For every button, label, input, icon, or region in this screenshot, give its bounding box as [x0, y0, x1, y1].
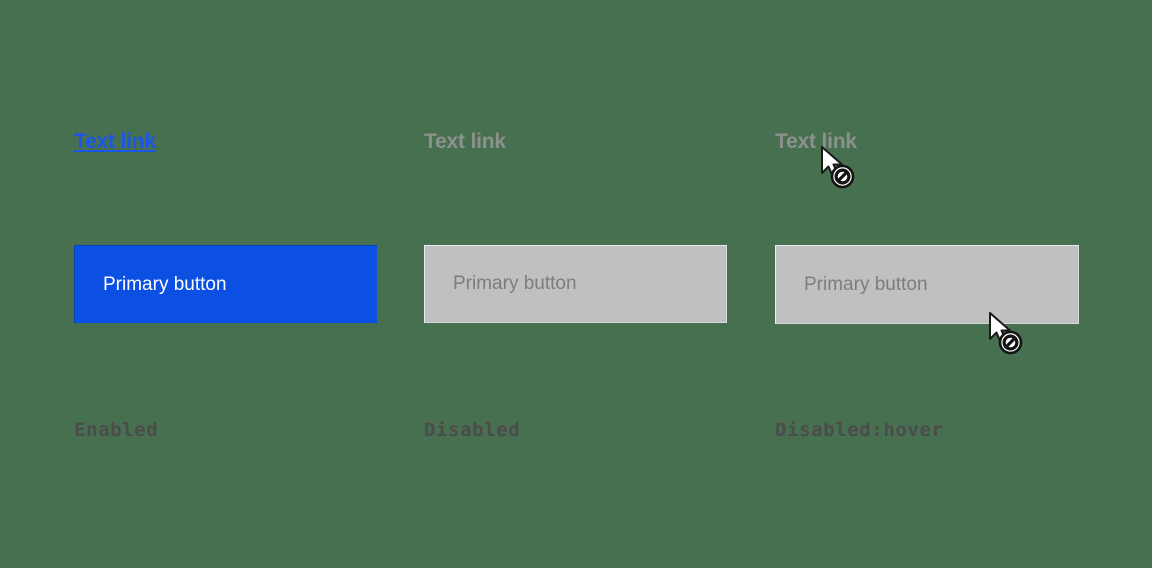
text-link-enabled[interactable]: Text link: [74, 130, 156, 153]
caption-enabled: Enabled: [74, 419, 159, 441]
state-column-enabled: Text link Primary button Enabled: [74, 0, 414, 568]
state-column-disabled-hover: Text link Primary button Disabled:hover: [775, 0, 1115, 568]
caption-disabled-hover: Disabled:hover: [775, 419, 944, 441]
primary-button-disabled-hover: Primary button: [775, 245, 1079, 324]
caption-disabled: Disabled: [424, 419, 521, 441]
text-link-disabled-hover: Text link: [775, 130, 857, 153]
primary-button-enabled[interactable]: Primary button: [74, 245, 377, 323]
primary-button-disabled: Primary button: [424, 245, 727, 323]
text-link-disabled: Text link: [424, 130, 506, 153]
state-column-disabled: Text link Primary button Disabled: [424, 0, 764, 568]
